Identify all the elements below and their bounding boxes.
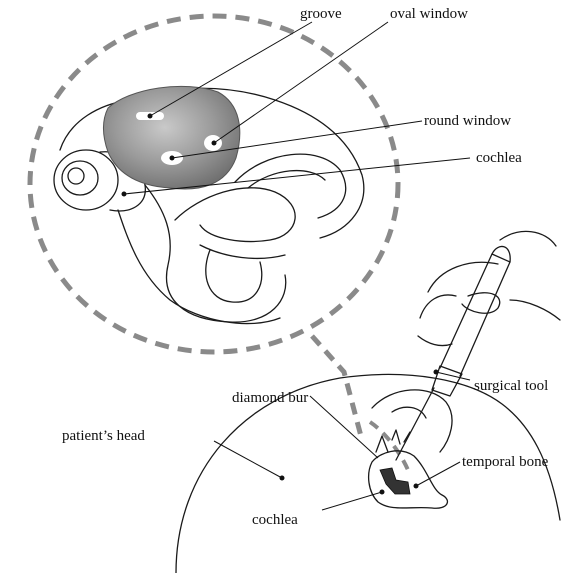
label-cochlea-magnified: cochlea — [476, 150, 522, 166]
label-oval-window: oval window — [390, 6, 468, 22]
bone-patch — [104, 86, 240, 189]
label-round-window: round window — [424, 113, 511, 129]
label-diamond-bur: diamond bur — [232, 390, 308, 406]
label-surgical-tool: surgical tool — [474, 378, 548, 394]
surgical-tool-drawing — [396, 231, 560, 460]
zoom-connector-lines — [312, 336, 408, 470]
magnified-view-circle — [30, 16, 398, 352]
label-cochlea-site: cochlea — [252, 512, 298, 528]
label-patients-head: patient’s head — [62, 428, 145, 444]
label-groove: groove — [300, 6, 342, 22]
label-temporal-bone: temporal bone — [462, 454, 549, 470]
